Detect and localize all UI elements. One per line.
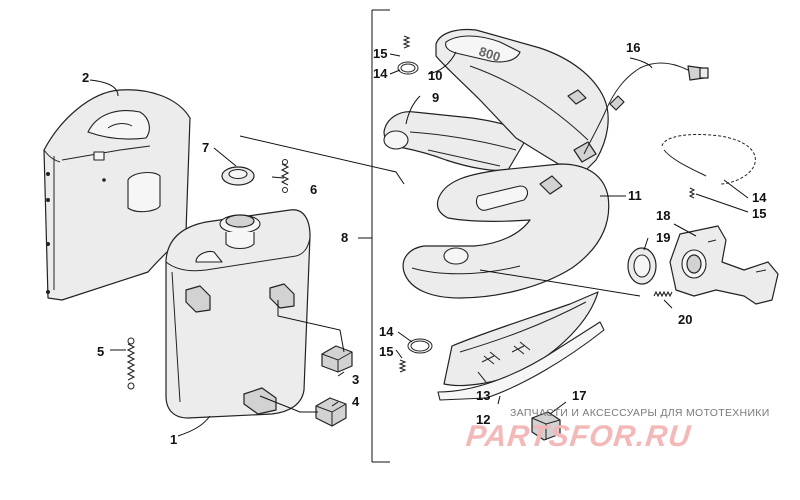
callout-1: 1 (170, 432, 177, 447)
callout-18: 18 (656, 208, 670, 223)
callout-17: 17 (572, 388, 586, 403)
callout-15-right: 15 (752, 206, 766, 221)
part-6-spring[interactable] (280, 159, 290, 193)
callout-6: 6 (310, 182, 317, 197)
callout-15-lower: 15 (379, 344, 393, 359)
part-13-lower-shield[interactable] (443, 291, 599, 387)
pipe-marking-800: 800 (477, 44, 502, 65)
part-14-clamp-top[interactable] (397, 61, 419, 75)
callout-7: 7 (202, 140, 209, 155)
part-18-exhaust-manifold[interactable] (669, 225, 779, 305)
part-15-spring-right[interactable] (688, 187, 696, 199)
callout-15-top: 15 (373, 46, 387, 61)
callout-4: 4 (352, 394, 360, 409)
callout-labels: 2 1 7 6 5 3 4 8 15 14 10 9 16 11 14 15 1… (82, 40, 767, 447)
callout-14-lower: 14 (379, 324, 394, 339)
part-11-pipe-heat-shield[interactable] (402, 163, 610, 299)
callout-14-top: 14 (373, 66, 388, 81)
callout-2: 2 (82, 70, 89, 85)
part-15-spring-top[interactable] (402, 35, 411, 49)
part-14-clamp-right[interactable] (661, 133, 756, 185)
callout-5: 5 (97, 344, 104, 359)
callout-20: 20 (678, 312, 692, 327)
part-15-spring-lower[interactable] (398, 359, 407, 373)
part-14-clamp-lower[interactable] (407, 338, 433, 354)
callout-10: 10 (428, 68, 442, 83)
callout-11: 11 (628, 188, 642, 203)
part-5-spring[interactable] (126, 337, 136, 390)
part-4-rubber-mount[interactable] (315, 397, 347, 427)
part-3-rubber-mount[interactable] (321, 345, 353, 373)
part-12-heat-shield-strip[interactable] (437, 321, 605, 401)
part-20-spring[interactable] (653, 290, 673, 298)
leader-lines (89, 51, 749, 437)
callout-13: 13 (476, 388, 490, 403)
watermark: ЗАПЧАСТИ И АКСЕССУАРЫ ДЛЯ МОТОТЕХНИКИ PA… (464, 407, 769, 453)
part-1-muffler[interactable] (165, 209, 311, 419)
assembly-8-bracket (358, 9, 390, 463)
callout-14-right: 14 (752, 190, 767, 205)
watermark-caption: ЗАПЧАСТИ И АКСЕССУАРЫ ДЛЯ МОТОТЕХНИКИ (510, 407, 770, 419)
callout-12: 12 (476, 412, 490, 427)
callout-19: 19 (656, 230, 670, 245)
callout-8: 8 (341, 230, 348, 245)
part-17-grommet[interactable] (531, 411, 561, 441)
part-19-seal-ring[interactable] (627, 247, 657, 285)
part-7-grommet-ring[interactable] (221, 166, 255, 186)
part-9-pipe-section[interactable] (383, 111, 529, 172)
part-10-expansion-pipe[interactable]: 800 (435, 28, 609, 177)
callout-16: 16 (626, 40, 640, 55)
part-16-sensor-cable[interactable] (583, 62, 709, 155)
callout-9: 9 (432, 90, 439, 105)
watermark-logo: PARTSFOR.RU (464, 420, 693, 453)
callout-3: 3 (352, 372, 359, 387)
part-2-heat-shield[interactable] (43, 89, 191, 301)
